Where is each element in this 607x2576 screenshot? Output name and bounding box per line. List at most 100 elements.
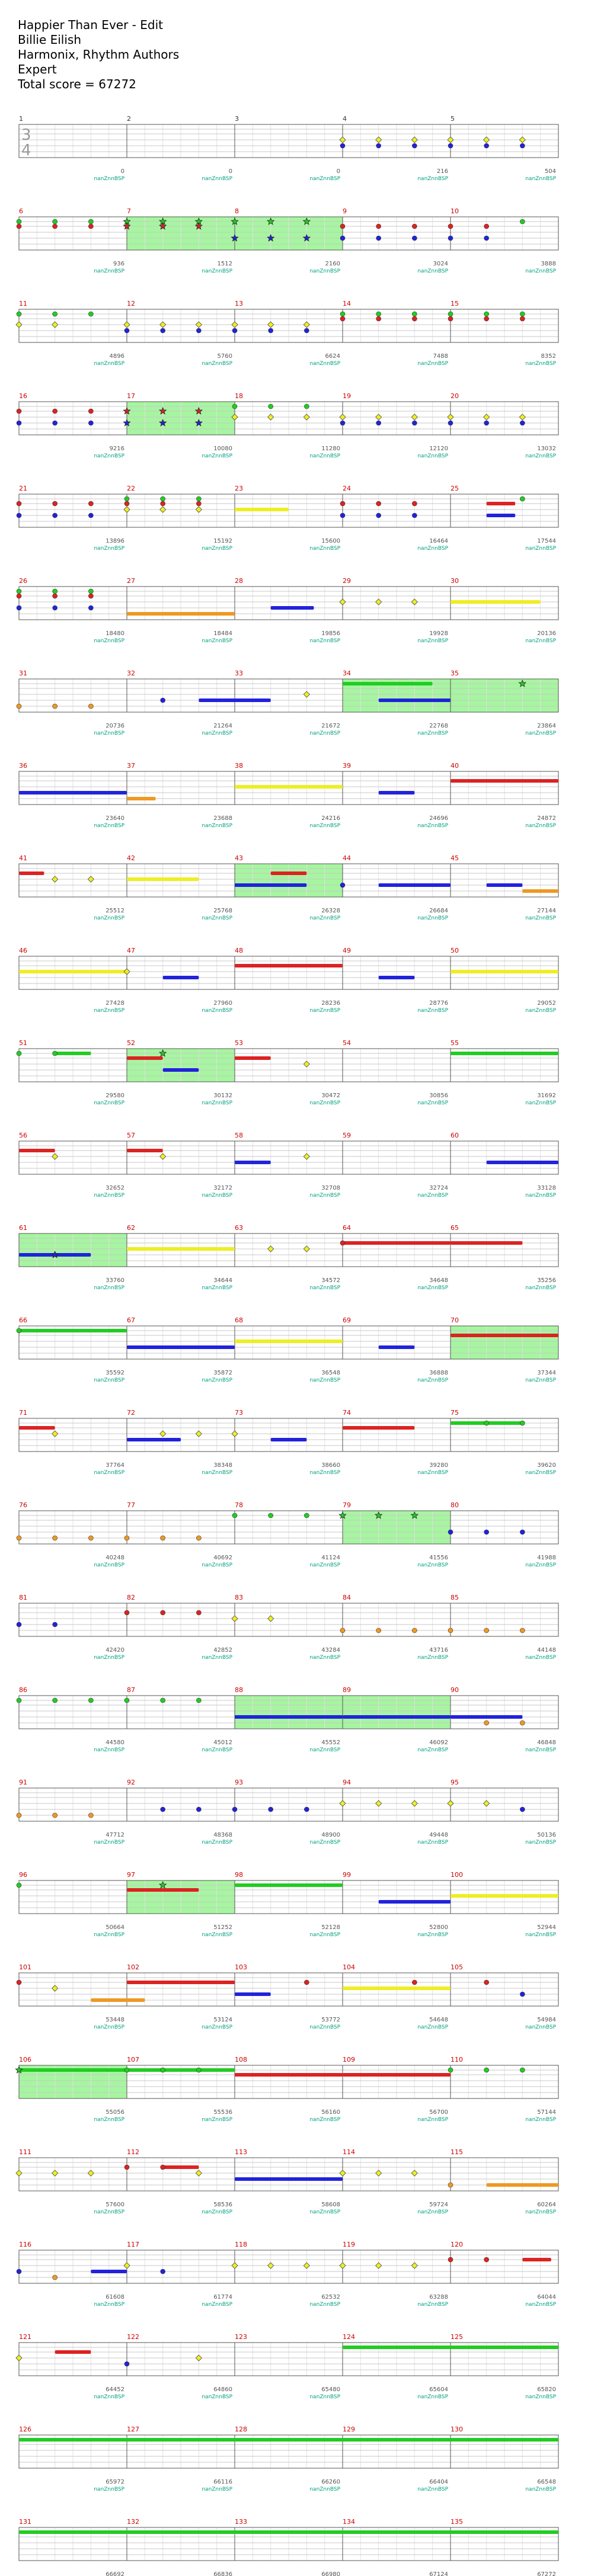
sustain-bar bbox=[378, 883, 451, 887]
measure-number: 114 bbox=[343, 2148, 355, 2156]
star-note bbox=[158, 418, 167, 427]
note-gem bbox=[52, 1535, 57, 1541]
note-gem bbox=[483, 1800, 490, 1807]
measure-score: 26684 bbox=[429, 908, 448, 914]
activation-label: nanZnnBSP bbox=[309, 638, 340, 644]
note-gem bbox=[484, 235, 489, 241]
measure-number: 87 bbox=[127, 1686, 135, 1694]
sustain-bar bbox=[343, 2346, 558, 2349]
sustain-bar bbox=[19, 2530, 558, 2534]
activation-label: nanZnnBSP bbox=[309, 1285, 340, 1291]
note-gem bbox=[87, 2170, 94, 2177]
activation-label: nanZnnBSP bbox=[309, 1932, 340, 1938]
activation-label: nanZnnBSP bbox=[94, 1008, 124, 1014]
note-gem bbox=[484, 316, 489, 322]
measure-number: 5 bbox=[451, 115, 455, 123]
measure-number: 130 bbox=[451, 2426, 463, 2433]
note-gem bbox=[88, 605, 94, 611]
measure-box bbox=[450, 1325, 559, 1360]
measure-score: 10080 bbox=[213, 446, 232, 452]
note-gem bbox=[376, 501, 381, 507]
measure-number: 118 bbox=[235, 2241, 247, 2248]
note-gem bbox=[124, 1697, 130, 1703]
total-score: Total score = 67272 bbox=[18, 77, 136, 91]
sustain-bar bbox=[235, 1161, 271, 1164]
measure-number: 36 bbox=[19, 762, 27, 770]
note-gem bbox=[484, 1529, 489, 1535]
note-gem bbox=[376, 420, 381, 426]
note-gem bbox=[447, 414, 454, 421]
note-gem bbox=[52, 512, 57, 518]
measure-score: 21264 bbox=[213, 723, 232, 729]
measure-number: 54 bbox=[343, 1039, 351, 1047]
note-gem bbox=[16, 1812, 22, 1818]
measure-number: 23 bbox=[235, 485, 243, 492]
activation-label: nanZnnBSP bbox=[525, 2302, 556, 2308]
star-note bbox=[158, 1049, 167, 1057]
measure-number: 42 bbox=[127, 854, 135, 862]
note-gem bbox=[196, 1535, 202, 1541]
measure-number: 49 bbox=[343, 947, 351, 954]
note-gem bbox=[375, 1800, 382, 1807]
measure-number: 15 bbox=[451, 300, 459, 307]
note-gem bbox=[16, 501, 22, 507]
measure-number: 111 bbox=[19, 2148, 31, 2156]
activation-label: nanZnnBSP bbox=[202, 1562, 232, 1568]
sustain-bar bbox=[91, 1998, 145, 2002]
measure-number: 81 bbox=[19, 1594, 27, 1601]
note-gem bbox=[303, 2262, 310, 2269]
measure-score: 22768 bbox=[429, 723, 448, 729]
note-gem bbox=[124, 2361, 130, 2367]
note-gem bbox=[339, 414, 346, 421]
sustain-bar bbox=[19, 1426, 55, 1430]
note-gem bbox=[484, 2067, 489, 2073]
measure-number: 110 bbox=[451, 2056, 463, 2064]
measure-box bbox=[450, 2434, 559, 2469]
note-gem bbox=[160, 1806, 165, 1812]
measure-number: 39 bbox=[343, 762, 351, 770]
measure-score: 42420 bbox=[106, 1647, 124, 1654]
activation-label: nanZnnBSP bbox=[525, 1747, 556, 1753]
note-gem bbox=[520, 1529, 525, 1535]
note-gem bbox=[520, 143, 525, 149]
activation-label: nanZnnBSP bbox=[202, 1932, 232, 1938]
note-gem bbox=[16, 408, 22, 414]
measure-score: 50136 bbox=[537, 1832, 556, 1838]
activation-label: nanZnnBSP bbox=[417, 823, 448, 829]
sustain-bar bbox=[343, 1715, 451, 1719]
activation-label: nanZnnBSP bbox=[202, 1377, 232, 1383]
note-gem bbox=[267, 414, 274, 421]
note-gem bbox=[195, 2354, 202, 2362]
activation-label: nanZnnBSP bbox=[309, 1840, 340, 1846]
measure-score: 27144 bbox=[537, 908, 556, 914]
measure-box bbox=[450, 2065, 559, 2099]
note-gem bbox=[520, 1991, 525, 1997]
note-gem bbox=[411, 2262, 418, 2269]
measure-score: 48368 bbox=[213, 1832, 232, 1838]
measure-score: 54984 bbox=[537, 2017, 556, 2023]
song-title: Happier Than Ever - Edit bbox=[18, 18, 163, 32]
note-gem bbox=[484, 2257, 489, 2263]
measure-score: 504 bbox=[545, 168, 556, 175]
note-gem bbox=[52, 2170, 59, 2177]
activation-label: nanZnnBSP bbox=[309, 2487, 340, 2492]
note-gem bbox=[231, 414, 238, 421]
sustain-bar bbox=[486, 2183, 558, 2187]
measure-number: 89 bbox=[343, 1686, 351, 1694]
sustain-bar bbox=[522, 889, 558, 893]
sustain-bar bbox=[235, 1340, 343, 1343]
measure-number: 33 bbox=[235, 669, 243, 677]
activation-label: nanZnnBSP bbox=[309, 1008, 340, 1014]
star-note bbox=[158, 1880, 167, 1889]
measure-score: 936 bbox=[113, 261, 124, 267]
measure-score: 23640 bbox=[106, 815, 124, 822]
star-note bbox=[158, 406, 167, 415]
measure-score: 20136 bbox=[537, 630, 556, 637]
measure-score: 24216 bbox=[321, 815, 340, 822]
measure-number: 135 bbox=[451, 2518, 463, 2526]
measure-score: 30132 bbox=[213, 1092, 232, 1099]
note-gem bbox=[411, 598, 418, 605]
note-gem bbox=[232, 1513, 238, 1518]
note-gem bbox=[447, 1800, 454, 1807]
